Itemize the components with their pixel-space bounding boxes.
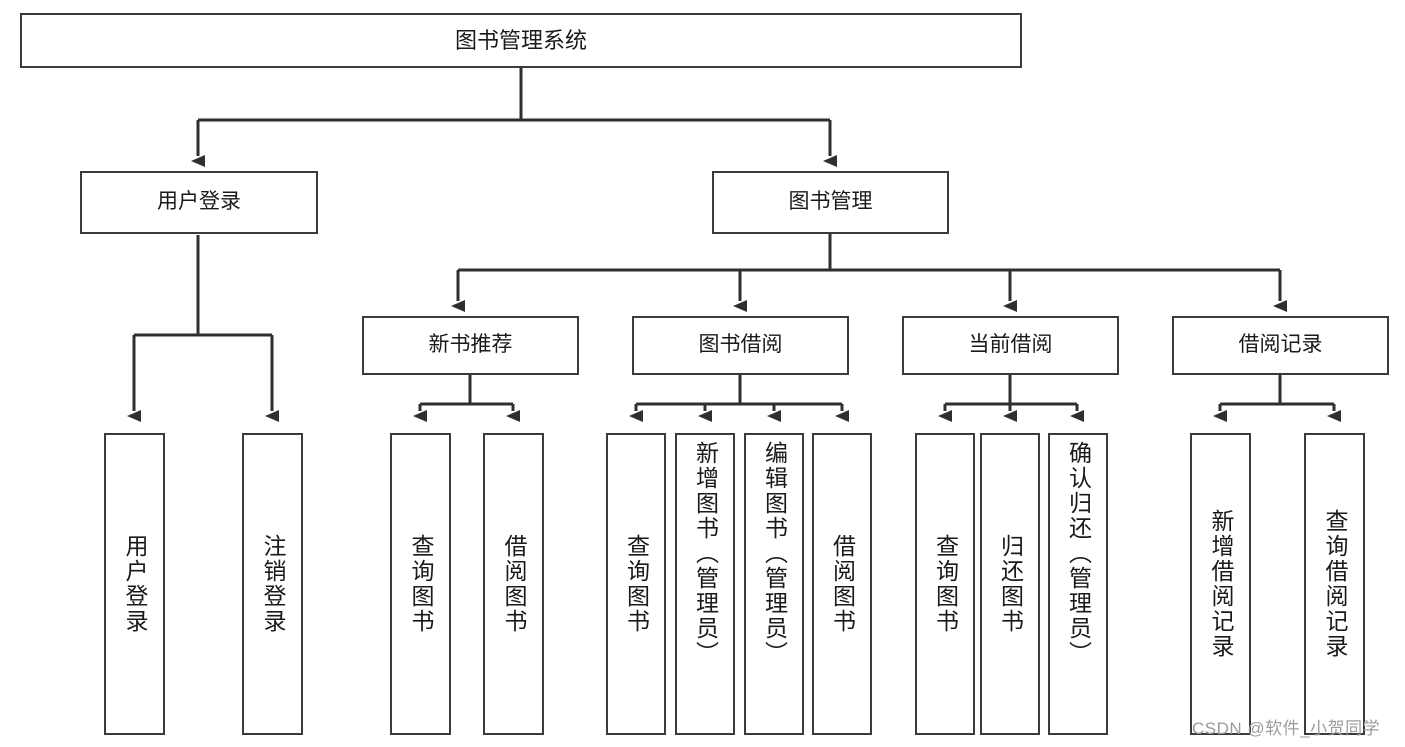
node-new-book-recommend[interactable]: 新书推荐 bbox=[362, 316, 579, 375]
leaf-current-query-book[interactable]: 查询图书 bbox=[915, 433, 975, 735]
leaf-borrow-borrow-book[interactable]: 借阅图书 bbox=[812, 433, 872, 735]
node-label: 当前借阅 bbox=[968, 333, 1053, 357]
node-book-management[interactable]: 图书管理 bbox=[712, 171, 949, 234]
node-label: 注销登录 bbox=[260, 534, 286, 634]
node-label: 查询图书 bbox=[932, 534, 959, 634]
node-label: 新书推荐 bbox=[428, 333, 513, 357]
node-label: 图书借阅 bbox=[698, 333, 783, 357]
node-current-borrow[interactable]: 当前借阅 bbox=[902, 316, 1119, 375]
leaf-recommend-borrow-book[interactable]: 借阅图书 bbox=[483, 433, 544, 735]
node-user-login[interactable]: 用户登录 bbox=[80, 171, 318, 234]
leaf-record-add-record[interactable]: 新增借阅记录 bbox=[1190, 433, 1251, 735]
node-label: 查询借阅记录 bbox=[1322, 509, 1348, 659]
leaf-user-login[interactable]: 用户登录 bbox=[104, 433, 165, 735]
leaf-borrow-query-book[interactable]: 查询图书 bbox=[606, 433, 666, 735]
node-label: 新增图书（管理员） bbox=[692, 441, 719, 666]
node-label: 用户登录 bbox=[157, 190, 241, 214]
leaf-record-query-record[interactable]: 查询借阅记录 bbox=[1304, 433, 1365, 735]
node-label: 借阅图书 bbox=[829, 534, 856, 634]
node-label: 图书管理系统 bbox=[454, 27, 587, 53]
node-label: 查询图书 bbox=[408, 534, 434, 634]
node-root-system[interactable]: 图书管理系统 bbox=[20, 13, 1022, 68]
node-book-borrow[interactable]: 图书借阅 bbox=[632, 316, 849, 375]
leaf-user-logout[interactable]: 注销登录 bbox=[242, 433, 303, 735]
leaf-current-confirm-return-admin[interactable]: 确认归还（管理员） bbox=[1048, 433, 1108, 735]
leaf-current-return-book[interactable]: 归还图书 bbox=[980, 433, 1040, 735]
node-label: 图书管理 bbox=[788, 190, 873, 214]
leaf-borrow-add-book-admin[interactable]: 新增图书（管理员） bbox=[675, 433, 735, 735]
node-label: 新增借阅记录 bbox=[1208, 509, 1234, 659]
node-label: 借阅图书 bbox=[501, 534, 527, 634]
leaf-recommend-query-book[interactable]: 查询图书 bbox=[390, 433, 451, 735]
node-label: 用户登录 bbox=[122, 534, 148, 634]
node-label: 借阅记录 bbox=[1238, 333, 1323, 357]
node-borrow-record[interactable]: 借阅记录 bbox=[1172, 316, 1389, 375]
node-label: 归还图书 bbox=[997, 534, 1024, 634]
node-label: 查询图书 bbox=[623, 534, 650, 634]
node-label: 编辑图书（管理员） bbox=[761, 441, 788, 666]
leaf-borrow-edit-book-admin[interactable]: 编辑图书（管理员） bbox=[744, 433, 804, 735]
node-label: 确认归还（管理员） bbox=[1065, 441, 1092, 666]
